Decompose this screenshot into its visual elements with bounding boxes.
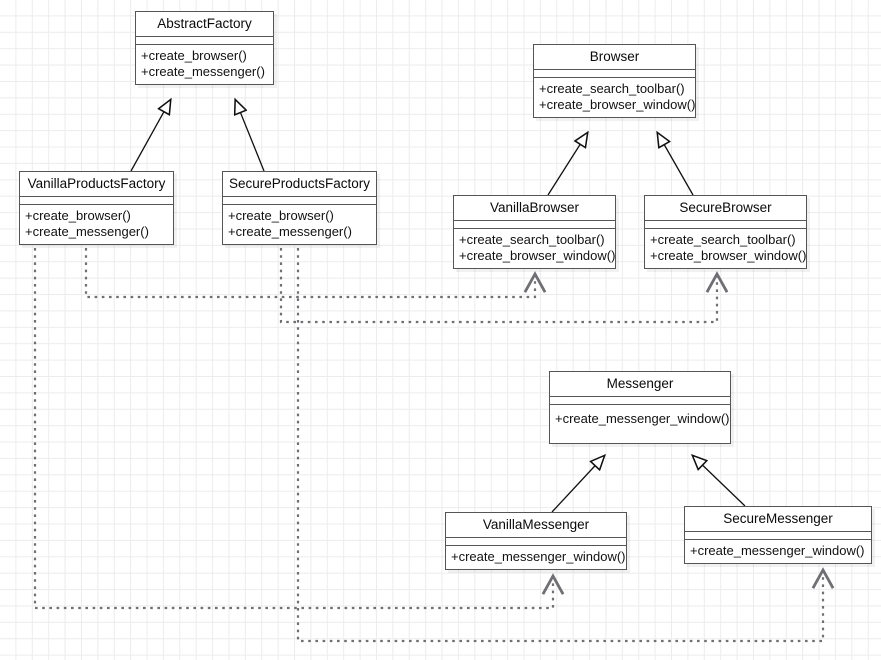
edge-securemessenger-to-messenger	[692, 455, 746, 507]
method-row: +create_browser_window()	[459, 248, 616, 263]
class-attributes-abstractfactory	[136, 37, 273, 45]
class-methods-abstractfactory: +create_browser() +create_messenger()	[136, 45, 273, 84]
method-row: +create_messenger()	[25, 224, 149, 239]
method-row: +create_browser_window()	[539, 97, 696, 112]
class-methods-browser: +create_search_toolbar() +create_browser…	[534, 78, 695, 117]
method-row: +create_messenger_window()	[451, 549, 626, 564]
class-methods-securemessenger: +create_messenger_window()	[685, 540, 871, 563]
class-attributes-vanillamessenger	[446, 538, 626, 546]
class-title-securebrowser: SecureBrowser	[645, 196, 806, 221]
class-box-messenger[interactable]: Messenger +create_messenger_window()	[549, 371, 731, 444]
class-box-secureproductsfactory[interactable]: SecureProductsFactory +create_browser() …	[222, 171, 377, 245]
method-row: +create_messenger_window()	[690, 543, 865, 558]
method-row: +create_messenger()	[141, 64, 265, 79]
edge-vanillamessenger-to-messenger	[551, 455, 605, 513]
edge-vanillaproductsfactory-to-abstractfactory	[130, 99, 171, 172]
class-box-securebrowser[interactable]: SecureBrowser +create_search_toolbar() +…	[644, 195, 807, 269]
class-methods-messenger: +create_messenger_window()	[550, 405, 730, 443]
method-row: +create_messenger_window()	[555, 411, 730, 426]
method-row: +create_browser()	[141, 48, 247, 63]
class-attributes-messenger	[550, 397, 730, 405]
class-box-vanillamessenger[interactable]: VanillaMessenger +create_messenger_windo…	[445, 512, 627, 570]
class-box-abstractfactory[interactable]: AbstractFactory +create_browser() +creat…	[135, 11, 274, 85]
class-methods-vanillamessenger: +create_messenger_window()	[446, 546, 626, 569]
class-title-vanillaproductsfactory: VanillaProductsFactory	[20, 172, 173, 197]
edge-secureproductsfactory-to-abstractfactory	[235, 99, 265, 172]
edge-vanillabrowser-to-browser	[547, 132, 588, 196]
method-row: +create_search_toolbar()	[459, 232, 605, 247]
method-row: +create_browser()	[228, 208, 334, 223]
class-title-securemessenger: SecureMessenger	[685, 507, 871, 532]
class-attributes-vanillaproductsfactory	[20, 197, 173, 205]
class-title-messenger: Messenger	[550, 372, 730, 397]
class-box-securemessenger[interactable]: SecureMessenger +create_messenger_window…	[684, 506, 872, 564]
class-title-vanillamessenger: VanillaMessenger	[446, 513, 626, 538]
class-title-vanillabrowser: VanillaBrowser	[454, 196, 615, 221]
edge-secureproductsfactory-to-securemessenger	[296, 248, 835, 643]
class-title-abstractfactory: AbstractFactory	[136, 12, 273, 37]
method-row: +create_browser()	[25, 208, 131, 223]
class-box-vanillaproductsfactory[interactable]: VanillaProductsFactory +create_browser()…	[19, 171, 174, 245]
method-row: +create_search_toolbar()	[539, 81, 685, 96]
method-row: +create_messenger()	[228, 224, 352, 239]
edge-securebrowser-to-browser	[657, 132, 694, 196]
class-box-vanillabrowser[interactable]: VanillaBrowser +create_search_toolbar() …	[453, 195, 616, 269]
class-box-browser[interactable]: Browser +create_search_toolbar() +create…	[533, 44, 696, 118]
class-title-secureproductsfactory: SecureProductsFactory	[223, 172, 376, 197]
class-attributes-securebrowser	[645, 221, 806, 229]
inheritance-edges	[130, 99, 746, 513]
class-attributes-secureproductsfactory	[223, 197, 376, 205]
dependency-edges	[33, 248, 835, 643]
class-attributes-securemessenger	[685, 532, 871, 540]
class-methods-vanillabrowser: +create_search_toolbar() +create_browser…	[454, 229, 615, 268]
method-row: +create_browser_window()	[650, 248, 807, 263]
method-row: +create_search_toolbar()	[650, 232, 796, 247]
class-attributes-vanillabrowser	[454, 221, 615, 229]
class-attributes-browser	[534, 70, 695, 78]
class-title-browser: Browser	[534, 45, 695, 70]
class-methods-vanillaproductsfactory: +create_browser() +create_messenger()	[20, 205, 173, 244]
class-methods-securebrowser: +create_search_toolbar() +create_browser…	[645, 229, 806, 268]
class-methods-secureproductsfactory: +create_browser() +create_messenger()	[223, 205, 376, 244]
